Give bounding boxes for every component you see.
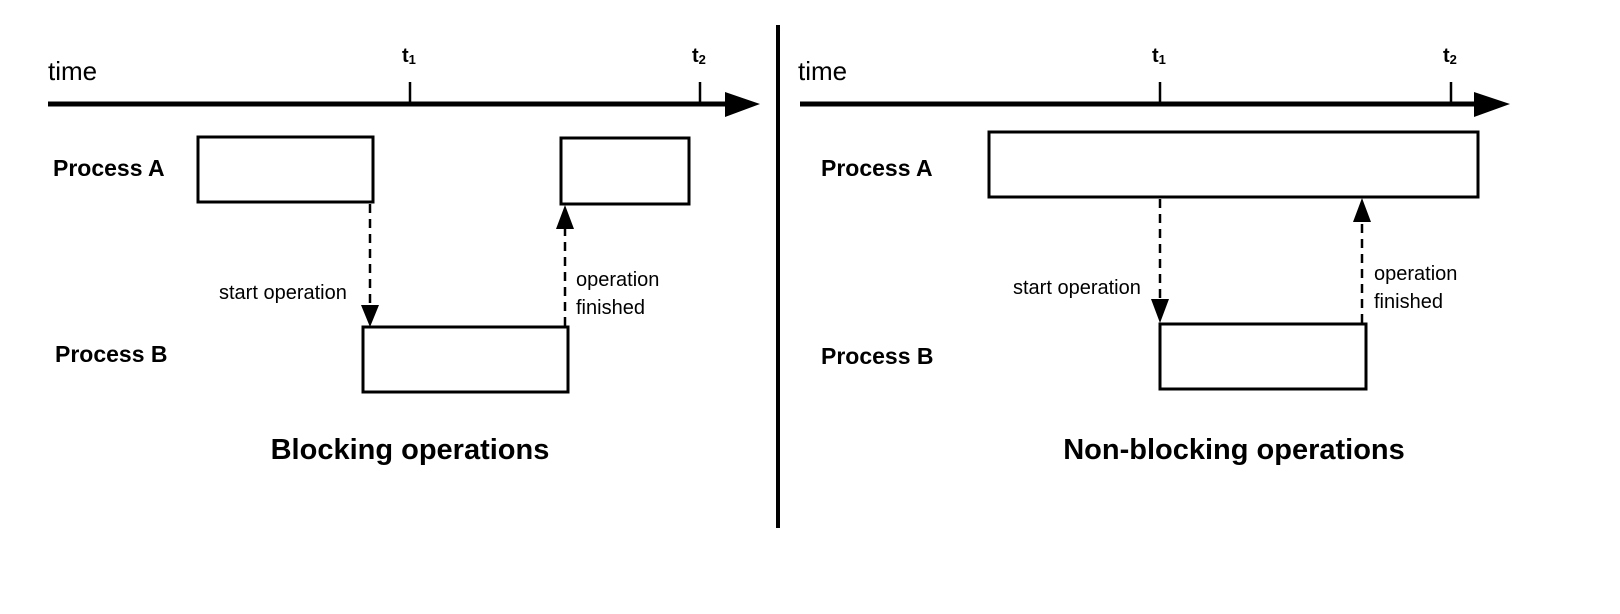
operation-finished-label-line2: finished bbox=[1374, 291, 1443, 313]
panel-blocking: time t1 t2 Process A Process B start ope… bbox=[48, 45, 760, 466]
tick-t1-sub: 1 bbox=[1159, 52, 1166, 67]
tick-t1-main: t bbox=[402, 45, 409, 67]
process-b-block bbox=[1158, 322, 1368, 391]
process-a-block bbox=[987, 130, 1480, 199]
svg-text:t2: t2 bbox=[1443, 45, 1457, 67]
tick-t2-main: t bbox=[692, 45, 699, 67]
tick-t1-main: t bbox=[1152, 45, 1159, 67]
process-a-label: Process A bbox=[53, 155, 165, 181]
process-b-label: Process B bbox=[821, 343, 934, 369]
operation-finished-label-line1: operation bbox=[1374, 263, 1457, 285]
process-a-label: Process A bbox=[821, 155, 933, 181]
process-b-block bbox=[361, 325, 570, 394]
tick-t2: t2 bbox=[1443, 45, 1457, 104]
caption-non-blocking: Non-blocking operations bbox=[1063, 434, 1405, 466]
panel-non-blocking: time t1 t2 Process A Process B start ope… bbox=[798, 45, 1510, 466]
operation-finished-label-line1: operation bbox=[576, 269, 659, 291]
svg-text:t1: t1 bbox=[402, 45, 416, 67]
tick-t1-sub: 1 bbox=[409, 52, 416, 67]
tick-t2-sub: 2 bbox=[699, 52, 706, 67]
tick-t2: t2 bbox=[692, 45, 706, 104]
operation-finished-label-line2: finished bbox=[576, 297, 645, 319]
process-a-block-1 bbox=[196, 135, 375, 204]
operation-finished-arrow bbox=[1353, 198, 1371, 323]
tick-t2-sub: 2 bbox=[1450, 52, 1457, 67]
tick-t2-main: t bbox=[1443, 45, 1450, 67]
time-axis bbox=[48, 92, 760, 117]
caption-blocking: Blocking operations bbox=[271, 434, 550, 466]
time-axis bbox=[800, 92, 1510, 117]
time-axis-arrow bbox=[1474, 92, 1510, 117]
process-a-block-2 bbox=[559, 136, 691, 206]
start-operation-label: start operation bbox=[219, 282, 347, 304]
tick-t1: t1 bbox=[1152, 45, 1166, 104]
time-axis-label: time bbox=[48, 56, 97, 86]
time-axis-arrow bbox=[725, 92, 760, 117]
start-operation-arrow bbox=[361, 204, 379, 327]
svg-text:t1: t1 bbox=[1152, 45, 1166, 67]
process-b-label: Process B bbox=[55, 341, 168, 367]
start-operation-arrow bbox=[1151, 199, 1169, 323]
svg-text:t2: t2 bbox=[692, 45, 706, 67]
start-operation-label: start operation bbox=[1013, 277, 1141, 299]
time-axis-label: time bbox=[798, 56, 847, 86]
operation-finished-arrow bbox=[556, 205, 574, 326]
tick-t1: t1 bbox=[402, 45, 416, 104]
